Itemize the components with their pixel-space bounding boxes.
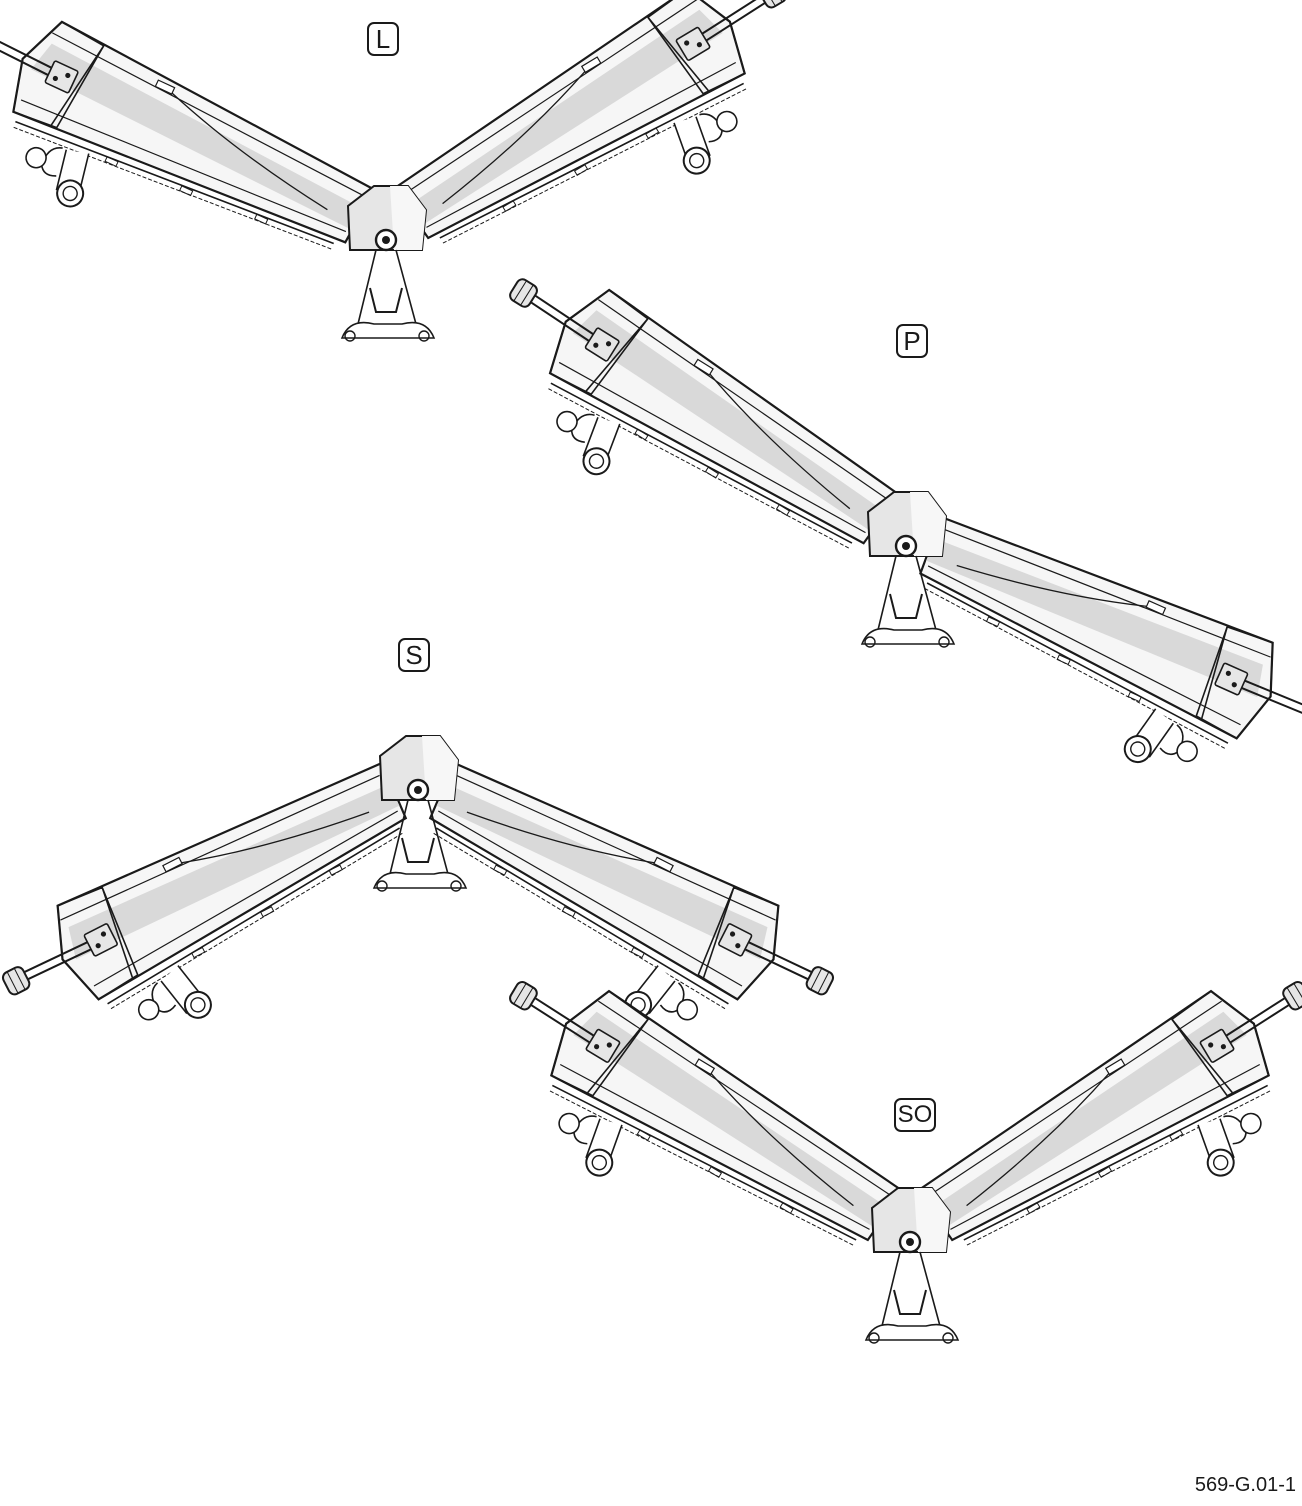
position-label-so: SO [894,1098,936,1132]
idler-set-l [0,0,844,343]
position-label-l: L [367,22,399,56]
idler-set-s [0,734,853,1092]
figure-code: 569-G.01-1 [1194,1474,1296,1496]
idler-set-p [451,245,1302,828]
idler-set-so [452,947,1302,1345]
position-label-s: S [398,638,430,672]
position-label-p: P [896,324,928,358]
